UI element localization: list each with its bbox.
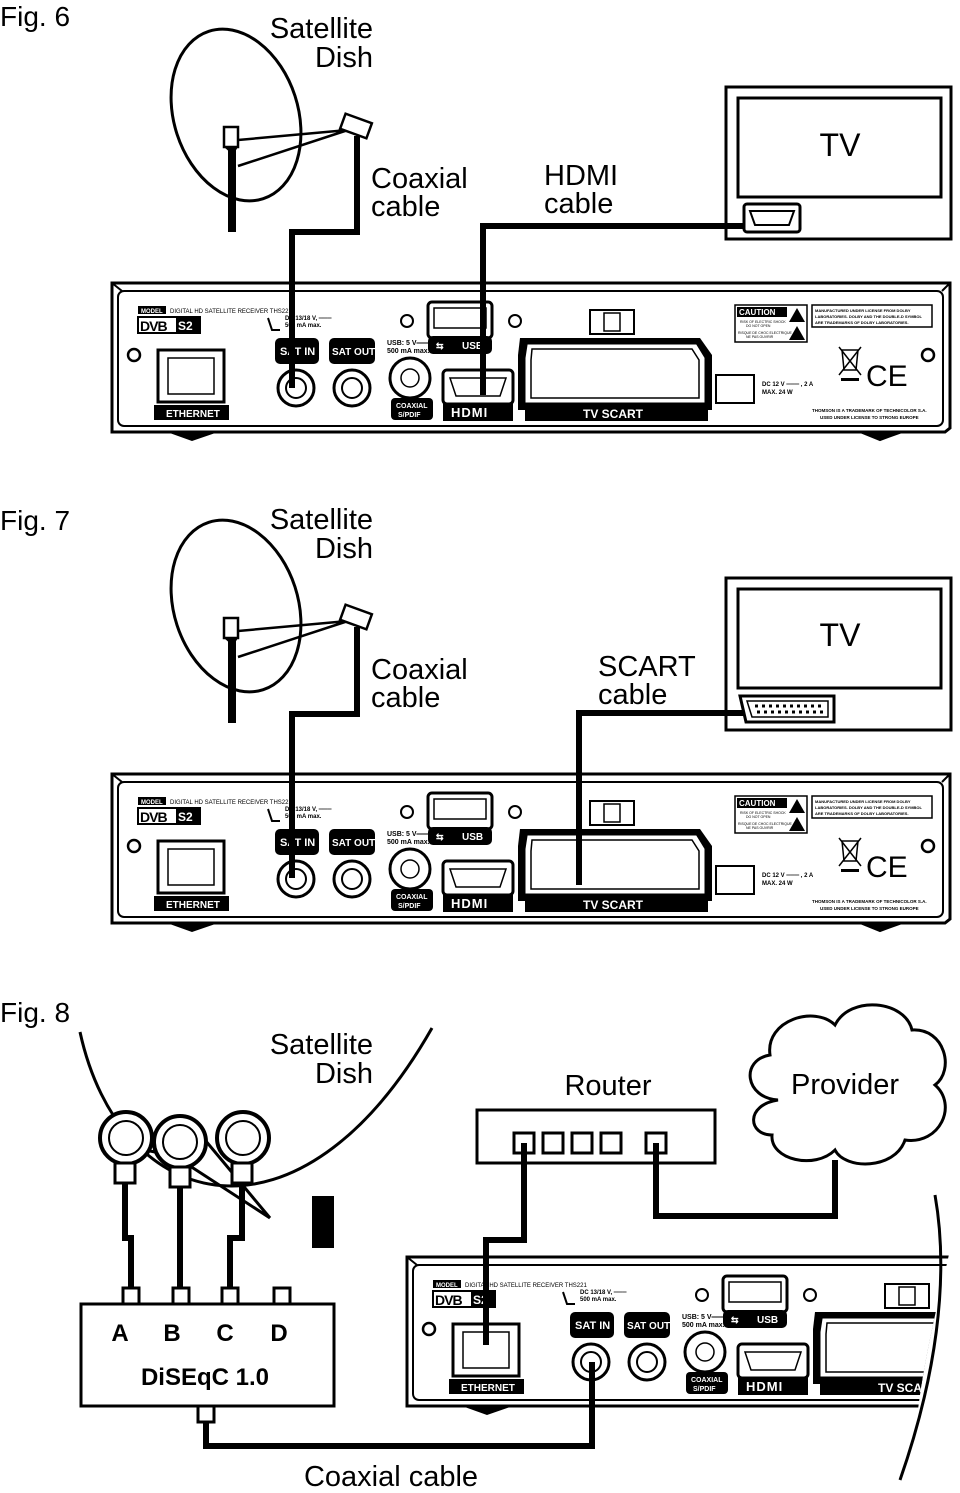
fig7-title: Fig. 7 xyxy=(0,505,70,536)
fig6-hdmi-cable-label: HDMI xyxy=(544,160,618,192)
fig8-coax-label: Coaxial cable xyxy=(304,1461,478,1493)
fig7-receiver xyxy=(110,772,952,933)
lan-cable xyxy=(483,1143,527,1345)
router xyxy=(475,1108,717,1165)
fig6-tv-label: TV xyxy=(820,127,862,163)
fig6-coax-label: Coaxial xyxy=(371,163,468,195)
fig7-scart-cable-label: SCART xyxy=(598,651,696,683)
fig6-receiver xyxy=(110,281,952,442)
fig7-coax-label: Coaxial xyxy=(371,654,468,686)
fig7-scart-cable xyxy=(576,710,744,885)
diseqc-port-c: C xyxy=(216,1320,233,1347)
fig8-coaxial-cable xyxy=(203,1362,595,1449)
fig7-tv-label: TV xyxy=(820,617,862,653)
diseqc-switch: A B C D DiSEqC 1.0 xyxy=(79,1286,336,1424)
fig6-coaxial-cable xyxy=(289,136,360,388)
lnb-c xyxy=(215,1110,271,1185)
lnb-a xyxy=(98,1110,154,1185)
svg-text:Dish: Dish xyxy=(315,42,373,74)
fig8-dish-label: Satellite xyxy=(270,1029,373,1061)
diseqc-port-b: B xyxy=(163,1320,180,1347)
wan-cable xyxy=(653,1143,838,1219)
svg-text:Dish: Dish xyxy=(315,1058,373,1090)
fig8-receiver xyxy=(405,1255,952,1416)
provider-label: Provider xyxy=(791,1069,899,1101)
fig6-title: Fig. 6 xyxy=(0,1,70,32)
fig6-hdmi-cable xyxy=(480,223,744,395)
router-label: Router xyxy=(564,1070,651,1102)
fig6-dish-label: Satellite xyxy=(270,13,373,45)
fig8-diagram: Fig. 8 Satellite Dish xyxy=(0,997,952,1493)
fig6-diagram: Fig. 6 Satellite Dish Coaxial cable HDMI… xyxy=(0,1,953,442)
fig7-dish-label: Satellite xyxy=(270,504,373,536)
diseqc-port-d: D xyxy=(270,1320,287,1347)
diseqc-port-a: A xyxy=(111,1320,128,1347)
fig7-diagram: Fig. 7 Satellite Dish Coaxial cable SCAR… xyxy=(0,503,953,933)
svg-text:cable: cable xyxy=(371,191,440,223)
lnb-b xyxy=(152,1114,208,1189)
diseqc-label: DiSEqC 1.0 xyxy=(141,1364,269,1391)
svg-text:cable: cable xyxy=(598,679,667,711)
svg-text:cable: cable xyxy=(371,682,440,714)
svg-text:Dish: Dish xyxy=(315,533,373,565)
provider-cloud xyxy=(748,1003,947,1166)
fig8-title: Fig. 8 xyxy=(0,997,70,1028)
svg-text:cable: cable xyxy=(544,188,613,220)
fig7-coaxial-cable xyxy=(289,627,360,878)
